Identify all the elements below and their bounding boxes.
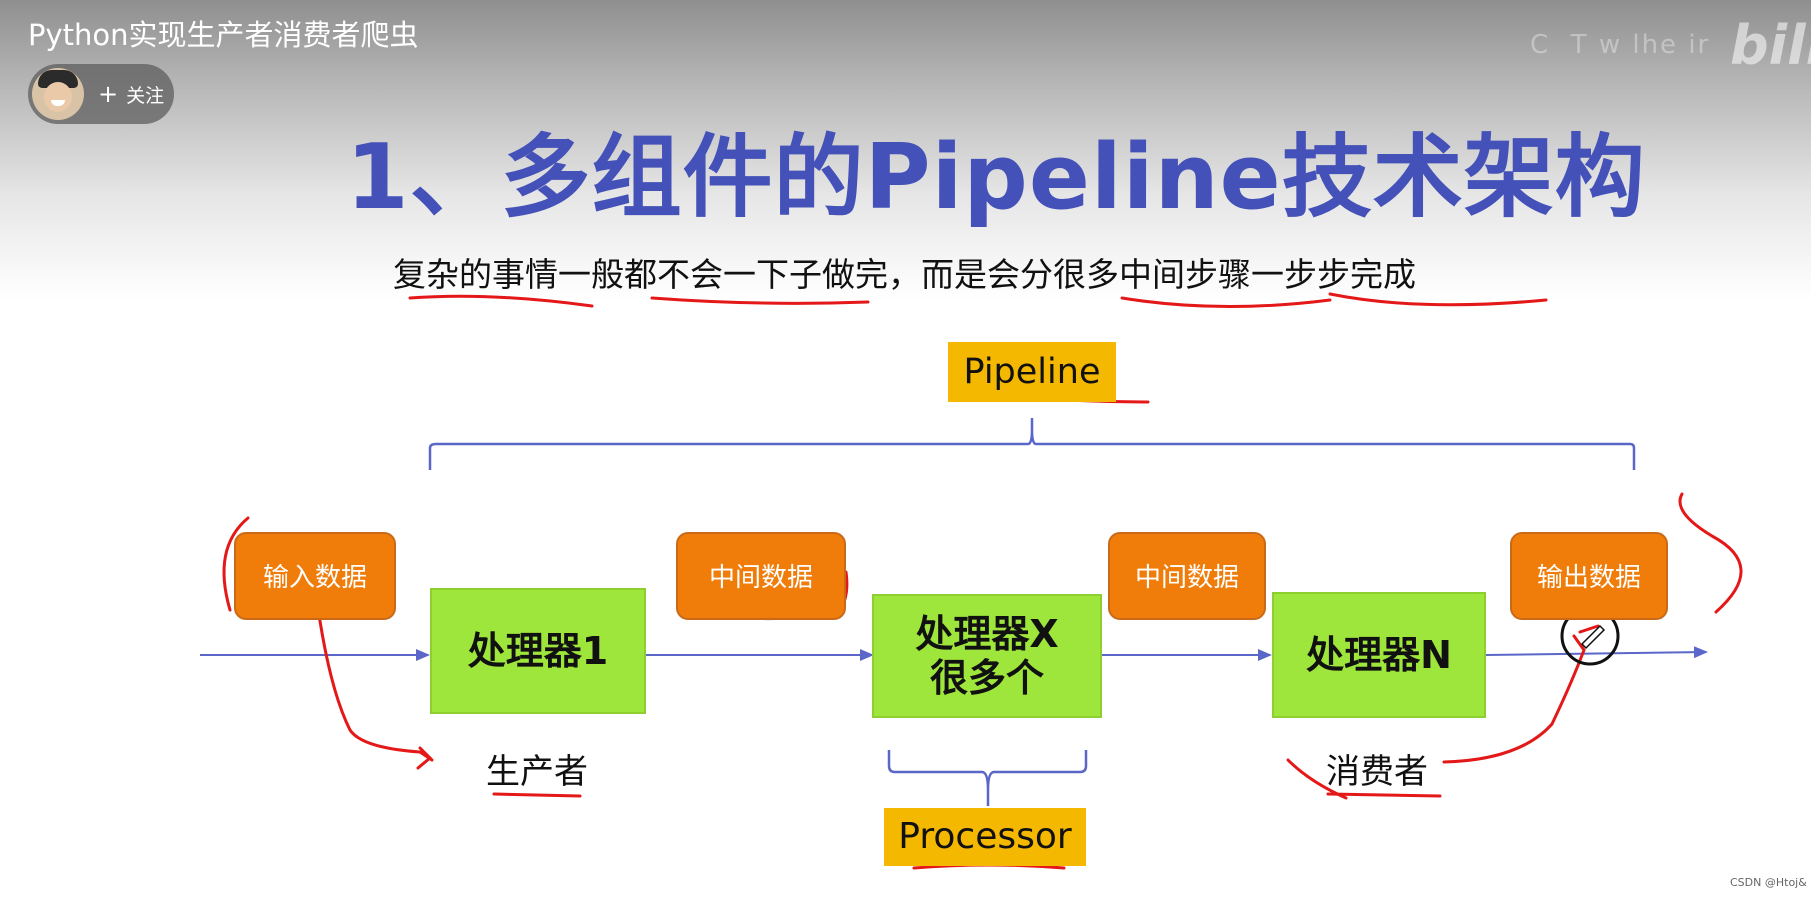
processor-1-box: 处理器1 (430, 588, 646, 714)
pen-cursor-icon (1580, 624, 1606, 650)
pipeline-label: Pipeline (948, 342, 1116, 402)
video-watermark: C T w lhe ir (1530, 30, 1711, 60)
video-top-shade (0, 0, 1811, 300)
processor-n-box: 处理器N (1272, 592, 1486, 718)
intermediate-data-box-2: 中间数据 (1108, 532, 1266, 620)
slide-title: 1、多组件的Pipeline技术架构 (346, 125, 1646, 230)
follow-button[interactable]: + 关注 (98, 80, 164, 108)
output-data-box: 输出数据 (1510, 532, 1668, 620)
bilibili-logo: bili (1730, 14, 1811, 77)
uploader-avatar[interactable] (32, 68, 84, 120)
processor-x-sublabel: 很多个 (929, 656, 1044, 700)
processor-label: Processor (884, 808, 1086, 866)
follow-label: 关注 (126, 84, 165, 107)
consumer-label: 消费者 (1326, 752, 1428, 792)
producer-label: 生产者 (486, 752, 588, 792)
input-data-box: 输入数据 (234, 532, 396, 620)
csdn-credit: CSDN @Htoj& (1730, 876, 1807, 889)
uploader-follow-pill[interactable]: + 关注 (28, 64, 174, 124)
plus-icon: + (98, 80, 119, 108)
processor-n-label: 处理器N (1306, 633, 1452, 677)
processor-1-label: 处理器1 (467, 629, 609, 673)
processor-brace (887, 750, 1088, 806)
pipeline-brace (428, 418, 1636, 470)
video-title: Python实现生产者消费者爬虫 (28, 18, 419, 52)
processor-x-box: 处理器X 很多个 (872, 594, 1102, 718)
processor-x-label: 处理器X (915, 612, 1059, 656)
intermediate-data-box-1: 中间数据 (676, 532, 846, 620)
flow-arrow-out (1485, 646, 1708, 659)
slide-subtitle: 复杂的事情一般都不会一下子做完，而是会分很多中间步骤一步步完成 (393, 255, 1416, 294)
